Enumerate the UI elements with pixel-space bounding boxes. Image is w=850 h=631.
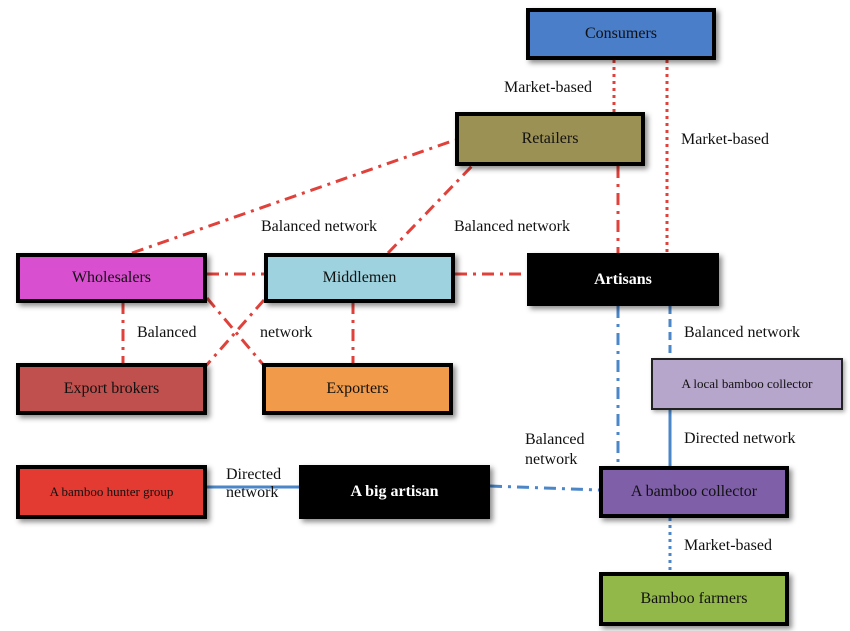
label-directed-hunter-1: Directed	[226, 466, 282, 483]
label-balanced-lower-2: network	[525, 451, 578, 468]
node-bamboo-collector: A bamboo collector	[599, 466, 789, 518]
label-network: network	[260, 324, 313, 341]
node-consumers: Consumers	[526, 8, 716, 60]
label-balanced-lower-1: Balanced	[525, 431, 585, 448]
link-middlemen-retailers	[386, 164, 474, 255]
label-directed-network-local: Directed network	[684, 430, 796, 447]
link-middlemen-exportbrokers	[202, 299, 266, 369]
node-exporters: Exporters	[262, 363, 453, 415]
node-middlemen: Middlemen	[264, 253, 455, 303]
node-export-brokers: Export brokers	[16, 363, 207, 415]
label-market-based-top: Market-based	[504, 79, 592, 96]
label-balanced-network-mid: Balanced network	[454, 218, 570, 235]
node-bamboo-hunter-group: A bamboo hunter group	[16, 465, 207, 519]
label-balanced-network-local: Balanced network	[684, 324, 800, 341]
link-wholesalers-retailers	[131, 138, 456, 255]
link-wholesalers-exporters	[205, 297, 268, 369]
label-balanced: Balanced	[137, 324, 197, 341]
label-balanced-network-left: Balanced network	[261, 218, 377, 235]
node-retailers: Retailers	[455, 112, 645, 166]
link-bigartisan-bamboocollector	[489, 484, 600, 492]
node-wholesalers: Wholesalers	[16, 253, 207, 303]
node-bamboo-farmers: Bamboo farmers	[599, 572, 789, 626]
node-big-artisan: A big artisan	[299, 465, 490, 519]
node-local-bamboo-collector: A local bamboo collector	[651, 358, 843, 410]
label-market-based-right: Market-based	[681, 131, 769, 148]
node-artisans: Artisans	[527, 253, 719, 306]
label-market-based-farmers: Market-based	[684, 537, 772, 554]
label-directed-hunter-2: network	[226, 484, 279, 501]
